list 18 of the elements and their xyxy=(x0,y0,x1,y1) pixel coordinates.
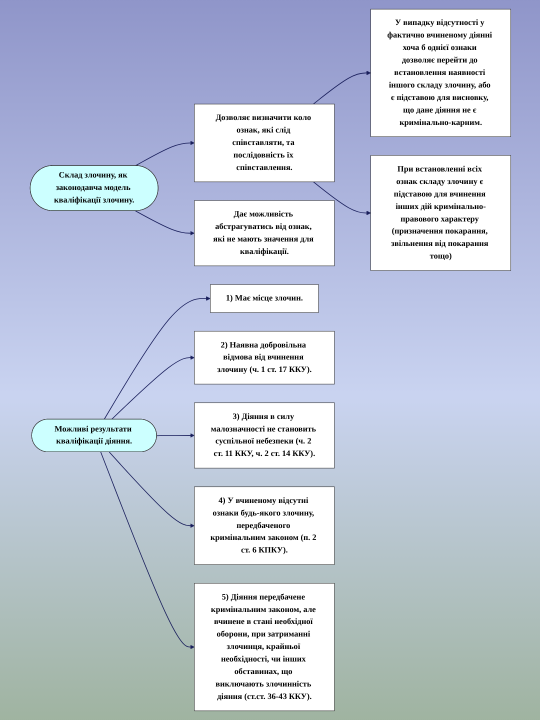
node-box: 2) Наявна добровільна відмова від вчинення злочину (ч. 1 ст. 17 ККУ). xyxy=(194,330,334,384)
node-box: У випадку відсутності у фактично вчиненому діянні хоча б однієї ознаки дозволяє перейти до встановлення наявності іншого складу злочину, або є підставою для висновку, що дане діяння не є кримінально-карним. xyxy=(370,8,511,137)
node-box: 1) Має місце злочин. xyxy=(210,284,318,313)
arrow xyxy=(134,140,194,166)
arrow xyxy=(108,452,194,528)
arrow xyxy=(100,452,194,650)
node-box: При встановленні всіх ознак складу злочину є підставою для вчинення інших дій кримінально-правового характеру (призначення покарання, звільнення від покарання тощо) xyxy=(370,155,511,271)
node-box: 5) Діяння передбачене кримінальним законом, але вчинене в стані необхідної оборони, при затриманні злочинця, крайньої необхідності, чи інших обставинах, що виключають злочинність діяння (ст.ст. 36-43 ККУ). xyxy=(194,583,334,712)
node-box: 3) Діяння в силу малозначності не становить суспільної небезпеки (ч. 2 ст. 11 ККУ, ч. 2 ст. 14 ККУ). xyxy=(194,402,334,468)
arrow xyxy=(103,296,210,420)
arrow xyxy=(110,355,194,420)
node-box: 4) У вчиненому відсутні ознаки будь-якого злочину, передбаченого кримінальним законом (п. 2 ст. 6 КПКУ). xyxy=(194,486,334,565)
arrow xyxy=(134,210,194,236)
arrow xyxy=(156,433,194,438)
node-box: Дає можливість абстрагуватись від ознак, які не мають значення для кваліфікації. xyxy=(194,200,334,266)
node-box: Дозволяє визначити коло ознак, які слід співставляти, та послідовність їх співставлення. xyxy=(194,104,334,182)
arrow xyxy=(312,70,370,104)
arrow xyxy=(312,181,370,216)
